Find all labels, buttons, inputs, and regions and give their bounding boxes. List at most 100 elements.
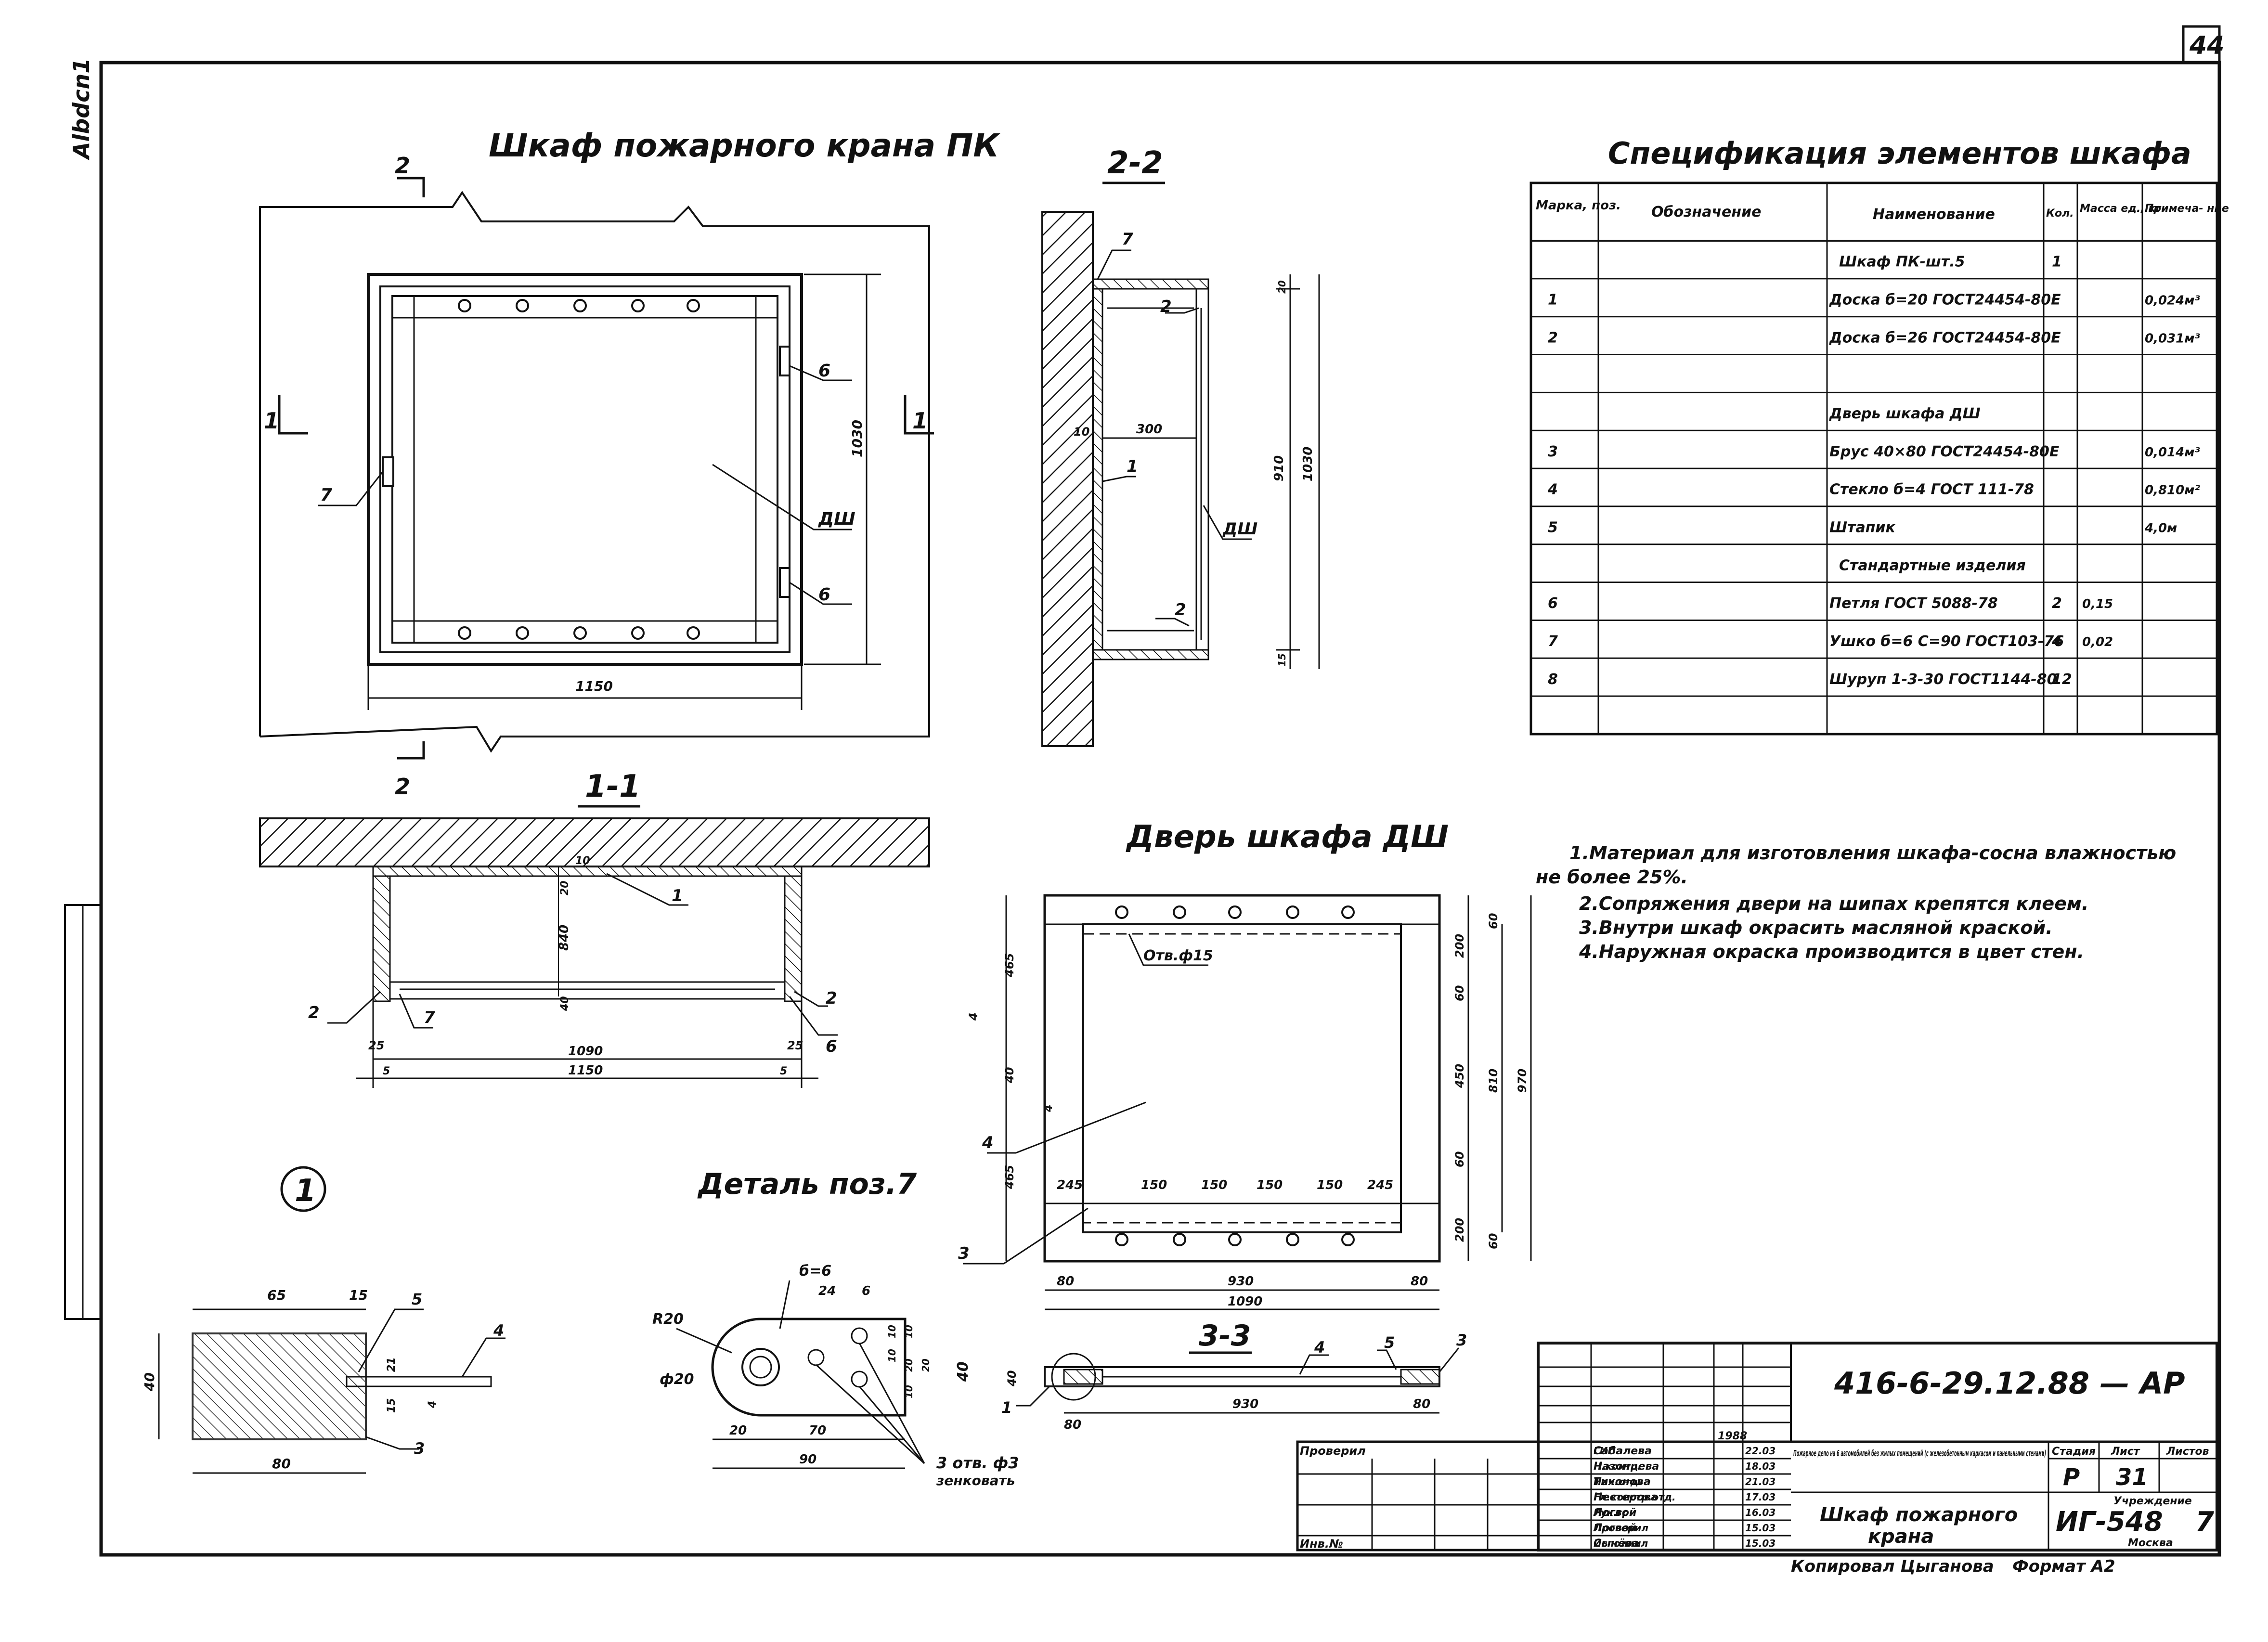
spec-h-qty: Кол. [2046, 207, 2074, 220]
spec-cell-name: Доска б=26 ГОСТ24454-80Е [1829, 329, 2061, 346]
s11-dim-5a: 5 [383, 1065, 390, 1077]
spec-cell-mass: 0,02 [2082, 635, 2113, 649]
s33-label-3: 3 [1456, 1331, 1467, 1349]
tb-name-cell: Логвой [1593, 1507, 1636, 1519]
tb-role-cell: Нач.отд. [1594, 1476, 1642, 1487]
spec-cell-pos: 3 [1548, 443, 1558, 460]
tb-org-2: ИГ-548 [2056, 1506, 2163, 1538]
door-hole-note: Отв.ф15 [1143, 947, 1213, 964]
spec-cell-name: Шуруп 1-3-30 ГОСТ1144-80 [1829, 671, 2057, 688]
cabinet-front-view: Шкаф пожарного крана ПК 6 6 7 ДШ 1150 [259, 127, 1000, 800]
cut-mark-right: 1 [912, 408, 928, 434]
tb-name-cell: Сабалева [1594, 1445, 1652, 1457]
spec-cell-name: Шкаф ПК-шт.5 [1839, 254, 1965, 271]
d7-dim-10a: 10 [886, 1325, 898, 1338]
section-11-title: 1-1 [585, 769, 641, 804]
spec-cell-note: 0,024м³ [2145, 293, 2200, 308]
tb-date-cell: 15.03 [1745, 1538, 1776, 1549]
tb-name-cell: Нестерова [1594, 1491, 1658, 1503]
tb-format: Формат А2 [2012, 1557, 2115, 1576]
s33-label-5: 5 [1384, 1333, 1395, 1352]
s33-dim-930: 930 [1232, 1397, 1258, 1411]
spec-cell-name: Дверь шкафа ДШ [1829, 405, 1981, 422]
tb-stage: Р [2063, 1464, 2080, 1491]
d7-dim-10d: 10 [903, 1385, 915, 1398]
tb-org-3: 7 [2195, 1506, 2214, 1538]
s22-dim-20: 20 [1276, 280, 1288, 294]
door-sp-150a: 150 [1141, 1178, 1167, 1192]
d7-dim-20a: 20 [903, 1358, 915, 1372]
spec-cell-name: Брус 40×80 ГОСТ24454-80Е [1829, 443, 2060, 460]
spec-cell-pos: 6 [1548, 595, 1558, 612]
cab-width: 1150 [575, 678, 613, 694]
s22-dim-300: 300 [1136, 422, 1162, 437]
sheet-number: 44 [2189, 31, 2224, 60]
tb-name-cell: Назонцева [1594, 1461, 1659, 1473]
note-3: 3.Внутри шкаф окрасить масляной краской. [1579, 917, 2053, 938]
title-block: 416-6-29.12.88 — АР [1296, 1342, 2218, 1576]
tb-date-cell: 22.03 [1745, 1445, 1776, 1457]
s22-dim-10: 10 [1074, 425, 1089, 439]
detail-1: 1 65 15 40 21 15 4 80 5 4 3 [142, 1166, 505, 1474]
s11-dim-5b: 5 [780, 1065, 787, 1077]
d1-dim-4: 4 [427, 1401, 439, 1409]
door-dim-450: 450 [1453, 1064, 1466, 1088]
s11-dim-840: 840 [557, 925, 571, 951]
detail-pos-7: Деталь поз.7 б=6 24 6 R20 ф20 10 10 10 2… [652, 1167, 1019, 1488]
door-sp-245b: 245 [1367, 1178, 1393, 1192]
spec-cell-pos: 4 [1547, 481, 1558, 498]
d7-dim-r20: R20 [652, 1311, 684, 1328]
s33-dim-80b: 80 [1064, 1418, 1081, 1432]
s11-label-6: 6 [826, 1037, 837, 1056]
d7-dim-10c: 10 [903, 1325, 915, 1338]
d7-dim-20c: 20 [729, 1423, 747, 1438]
spec-h-code: Обозначение [1651, 204, 1762, 220]
s22-dim-15: 15 [1276, 653, 1288, 667]
section-3-3: 3-3 4 5 3 1 40 930 80 80 [1001, 1319, 1467, 1432]
tb-date-cell: 17.03 [1745, 1491, 1776, 1503]
tb-inv: Инв.№ [1300, 1537, 1343, 1551]
s11-dim-1090: 1090 [568, 1044, 603, 1059]
section-33-title: 3-3 [1199, 1319, 1251, 1353]
d1-label-4: 4 [493, 1321, 504, 1340]
s22-dim-1030: 1030 [1301, 447, 1315, 481]
spec-cell-note: 0,014м³ [2145, 445, 2200, 460]
door-dim-465b: 465 [1003, 1165, 1016, 1189]
d7-dim-6: 6 [862, 1284, 870, 1298]
door-dim-465a: 465 [1003, 953, 1016, 978]
door-dim-60d: 60 [1487, 1233, 1500, 1249]
door-dim-4b: 4 [1043, 1105, 1055, 1112]
d7-dim-90: 90 [799, 1452, 816, 1467]
tb-date-cell: 18.03 [1745, 1461, 1776, 1472]
cab-label-6b: 6 [818, 585, 830, 605]
note-1b: не более 25%. [1536, 866, 1688, 888]
spec-cell-pos: 5 [1548, 519, 1558, 536]
d1-dim-40: 40 [142, 1372, 157, 1392]
general-notes: 1.Материал для изготовления шкафа-сосна … [1536, 842, 2176, 962]
door-sp-245a: 245 [1057, 1178, 1083, 1192]
specification: Спецификация элементов шкафа Шкаф ПК-шт.… [1529, 136, 2229, 736]
s11-dim-1150: 1150 [568, 1063, 603, 1078]
s11-dim-20: 20 [559, 880, 571, 895]
tb-org-4: Москва [2128, 1537, 2173, 1549]
tb-org-1: Учреждение [2113, 1495, 2192, 1507]
door-dim-40: 40 [1003, 1067, 1016, 1084]
tb-code: 416-6-29.12.88 — АР [1834, 1366, 2185, 1401]
d1-dim-65: 65 [267, 1287, 286, 1303]
spec-h-pos: Марка, поз. [1536, 198, 1621, 213]
d7-note2: зенковать [936, 1473, 1015, 1488]
tb-date-cell: 16.03 [1745, 1507, 1776, 1518]
tb-role-cell: Проверил [1594, 1522, 1648, 1534]
spec-cell-pos: 8 [1548, 671, 1558, 688]
tb-copied: Копировал Цыганова [1791, 1557, 1994, 1576]
cab-height: 1030 [849, 420, 865, 457]
cut-mark-left: 1 [264, 408, 279, 434]
s11-dim-25a: 25 [368, 1039, 384, 1052]
door-sp-150b: 150 [1201, 1178, 1227, 1192]
door-b-1090: 1090 [1228, 1294, 1262, 1309]
spec-cell-name: Стекло б=4 ГОСТ 111-78 [1829, 481, 2034, 498]
door-sp-150d: 150 [1317, 1178, 1343, 1192]
s33-dim-80a: 80 [1413, 1397, 1430, 1411]
d1-label-5: 5 [412, 1290, 422, 1308]
